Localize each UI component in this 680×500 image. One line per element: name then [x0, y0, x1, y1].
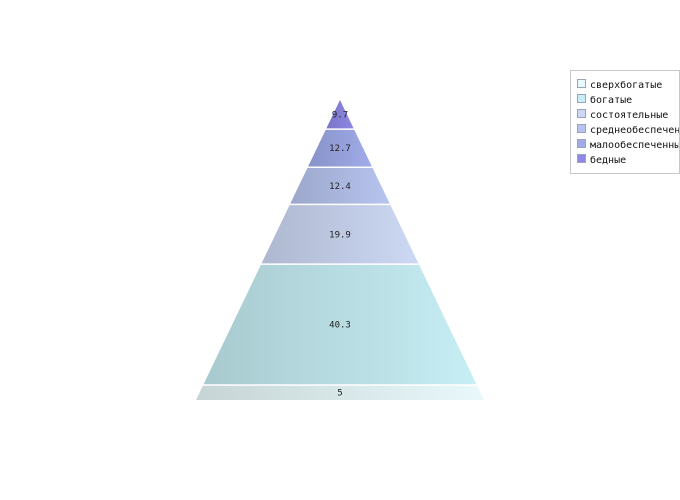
legend-label: богатые: [590, 95, 633, 106]
chart-legend: сверхбогатые богатые состоятельные среднеоб…: [570, 70, 680, 174]
legend-swatch: [577, 79, 586, 88]
legend-swatch: [577, 94, 586, 103]
segment-value-label: 40.3: [329, 321, 351, 331]
legend-label: бедные: [590, 155, 627, 166]
pyramid-segments: [196, 100, 484, 400]
pyramid-labels: 5 40.3 19.9 12.4 12.7 9.7: [329, 111, 351, 399]
legend-label: среднеобеспеченные: [590, 125, 680, 136]
pyramid-segment-2: [203, 264, 477, 385]
pyramid-segment-5: [308, 129, 372, 167]
legend-item: богатые: [577, 94, 632, 106]
pyramid-segment-4: [290, 167, 390, 204]
legend-item: состоятельные: [577, 109, 668, 121]
legend-swatch: [577, 124, 586, 133]
segment-value-label: 12.7: [329, 144, 351, 154]
legend-item: среднеобеспеченные: [577, 124, 680, 136]
legend-swatch: [577, 154, 586, 163]
segment-value-label: 19.9: [329, 230, 351, 240]
pyramid-segment-1: [196, 385, 484, 400]
legend-label: состоятельные: [590, 110, 669, 121]
legend-item: малообеспеченные: [577, 139, 680, 151]
legend-swatch: [577, 139, 586, 148]
legend-item: бедные: [577, 154, 626, 166]
segment-value-label: 5: [337, 389, 342, 399]
legend-swatch: [577, 109, 586, 118]
legend-item: сверхбогатые: [577, 79, 662, 91]
segment-value-label: 12.4: [329, 182, 351, 192]
legend-label: сверхбогатые: [590, 80, 663, 91]
pyramid-segment-3: [261, 205, 419, 264]
pyramid-segment-6: [326, 100, 354, 129]
legend-label: малообеспеченные: [590, 140, 680, 151]
segment-value-label: 9.7: [332, 111, 348, 121]
